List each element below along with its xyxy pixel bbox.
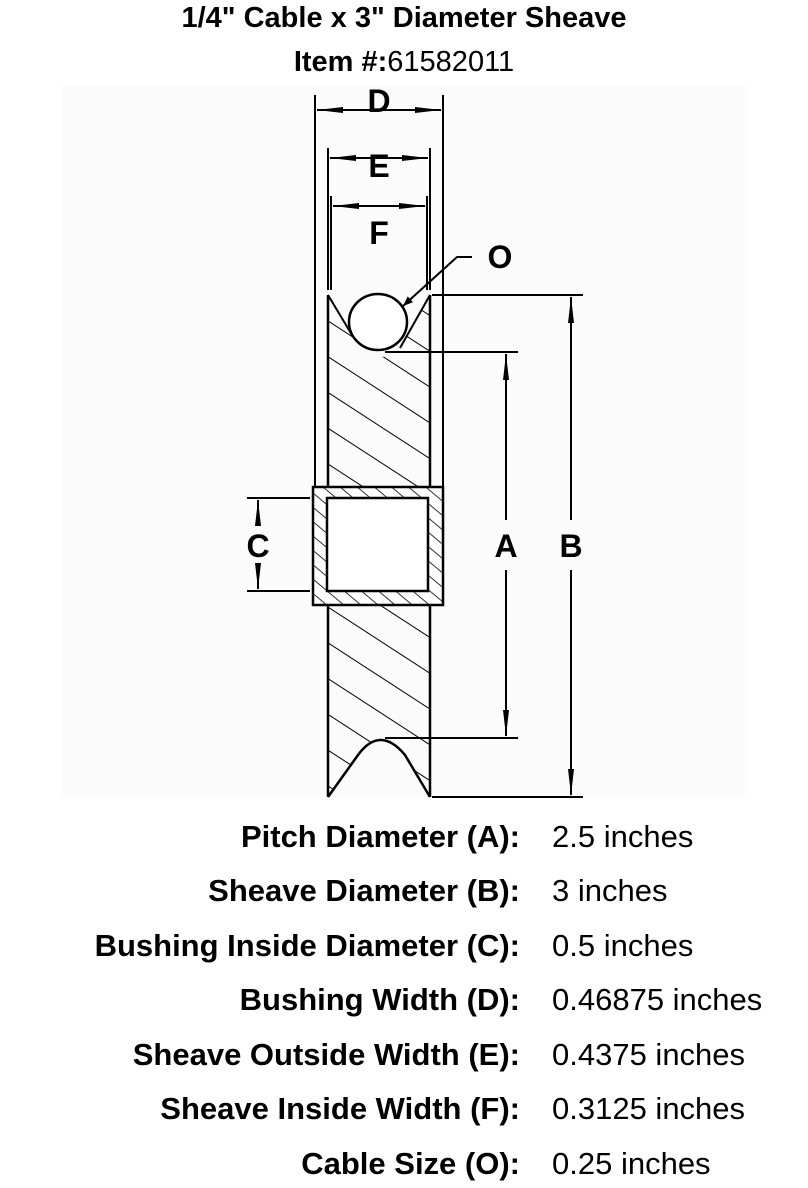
spec-row: Cable Size (O): 0.25 inches — [0, 1144, 808, 1184]
page-title: 1/4" Cable x 3" Diameter Sheave — [181, 2, 627, 34]
label-f: F — [369, 215, 389, 251]
spec-row: Pitch Diameter (A): 2.5 inches — [0, 817, 808, 857]
spec-value: 3 inches — [552, 873, 668, 908]
spec-value: 0.46875 inches — [552, 982, 763, 1017]
spec-value: 0.25 inches — [552, 1146, 711, 1181]
spec-label: Sheave Diameter (B): — [208, 873, 520, 908]
bushing — [311, 485, 445, 607]
spec-value: 2.5 inches — [552, 819, 694, 854]
item-number-line: Item #:61582011 — [0, 46, 808, 78]
spec-label: Bushing Inside Diameter (C): — [94, 928, 520, 963]
label-c: C — [246, 528, 269, 564]
item-label: Item #: — [293, 46, 388, 78]
spec-label: Sheave Outside Width (E): — [132, 1037, 520, 1072]
spec-row: Bushing Inside Diameter (C): 0.5 inches — [0, 926, 808, 966]
cable-circle — [347, 292, 409, 352]
spec-value: 0.3125 inches — [552, 1091, 746, 1126]
spec-value: 0.5 inches — [552, 928, 694, 963]
label-d: D — [367, 83, 390, 119]
spec-row: Bushing Width (D): 0.46875 inches — [0, 980, 808, 1020]
label-a: A — [494, 528, 517, 564]
spec-row: Sheave Outside Width (E): 0.4375 inches — [0, 1035, 808, 1075]
spec-label: Sheave Inside Width (F): — [160, 1091, 520, 1126]
label-b: B — [559, 528, 582, 564]
spec-label: Cable Size (O): — [301, 1146, 520, 1181]
item-number: 61582011 — [387, 46, 515, 78]
spec-value: 0.4375 inches — [552, 1037, 746, 1072]
spec-row: Sheave Inside Width (F): 0.3125 inches — [0, 1089, 808, 1129]
label-e: E — [368, 148, 389, 184]
spec-row: Sheave Diameter (B): 3 inches — [0, 871, 808, 911]
leader-line-o — [402, 256, 472, 307]
spec-label: Pitch Diameter (A): — [240, 819, 520, 854]
extension-lines — [247, 95, 583, 798]
spec-label: Bushing Width (D): — [239, 982, 520, 1017]
label-o: O — [488, 239, 513, 275]
